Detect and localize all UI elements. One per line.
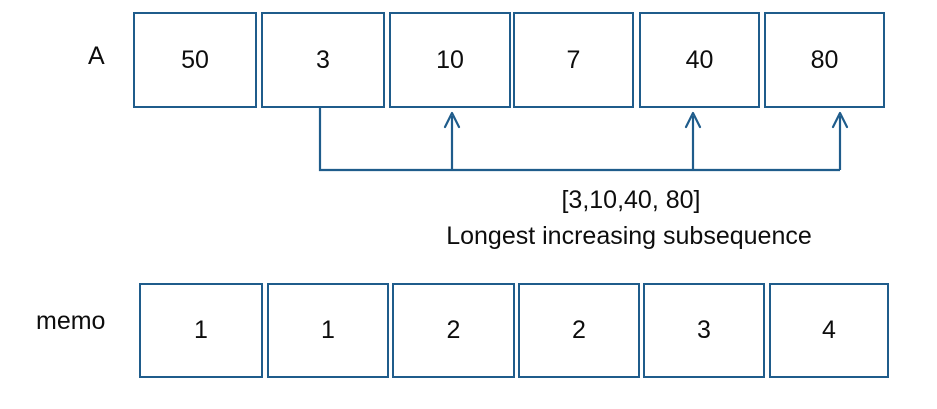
- array-a-cell-1[interactable]: 3: [261, 12, 385, 108]
- array-memo-cell-3[interactable]: 2: [518, 283, 640, 378]
- array-a-cell-5[interactable]: 80: [764, 12, 885, 108]
- array-memo-cell-1[interactable]: 1: [267, 283, 389, 378]
- subsequence-description-caption: Longest increasing subsequence: [446, 222, 812, 250]
- array-memo-label: memo: [36, 307, 106, 335]
- array-a-label: A: [88, 42, 105, 70]
- arrowhead-up-icon-to-40: [684, 111, 702, 129]
- subsequence-values-caption: [3,10,40, 80]: [561, 186, 701, 214]
- array-a-cell-2[interactable]: 10: [389, 12, 511, 108]
- array-memo-cell-5[interactable]: 4: [769, 283, 889, 378]
- arrowhead-up-icon-to-80: [831, 111, 849, 129]
- array-a-cell-0[interactable]: 50: [133, 12, 257, 108]
- array-a-cell-3[interactable]: 7: [513, 12, 634, 108]
- arrowhead-up-icon-to-10: [443, 111, 461, 129]
- array-memo-cell-2[interactable]: 2: [392, 283, 515, 378]
- array-memo-cell-4[interactable]: 3: [643, 283, 765, 378]
- array-a-cell-4[interactable]: 40: [639, 12, 760, 108]
- array-memo-cell-0[interactable]: 1: [139, 283, 263, 378]
- connector-trunk-line: [318, 108, 840, 172]
